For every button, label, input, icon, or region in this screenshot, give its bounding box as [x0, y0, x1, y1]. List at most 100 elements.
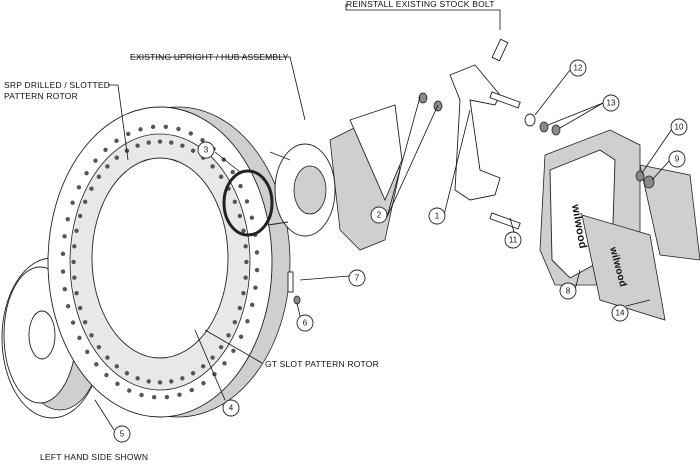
callout-5: 5 [113, 425, 131, 443]
drill-hole [77, 213, 83, 219]
drill-hole [103, 147, 108, 152]
drill-hole [126, 131, 131, 137]
drill-hole [245, 319, 250, 324]
leader-lines [94, 4, 673, 431]
callout-9: 9 [668, 150, 686, 168]
drill-hole [84, 171, 89, 176]
svg-text:6: 6 [303, 319, 308, 328]
drill-hole [210, 355, 215, 360]
drill-hole [115, 381, 120, 387]
drill-hole [176, 126, 181, 132]
drill-hole [127, 388, 132, 393]
drill-hole [222, 361, 227, 366]
label-left-hand: LEFT HAND SIDE SHOWN [40, 452, 148, 462]
drill-hole [105, 164, 110, 169]
drill-hole [62, 234, 67, 239]
svg-text:2: 2 [377, 211, 382, 220]
drill-hole [93, 158, 98, 163]
drill-hole [190, 148, 196, 153]
drill-hole [89, 333, 94, 338]
drill-hole [105, 355, 110, 360]
callout-8: 8 [559, 282, 577, 300]
label-gt-rotor: GT SLOT PATTERN ROTOR [265, 359, 379, 369]
drill-hole [201, 364, 206, 369]
drilled-holes [60, 124, 260, 400]
o-ring [222, 169, 274, 237]
svg-text:9: 9 [675, 155, 680, 164]
drill-hole [70, 200, 75, 205]
drill-hole [249, 215, 255, 220]
drill-hole [139, 392, 144, 398]
drill-hole [253, 285, 258, 290]
drill-hole [164, 394, 170, 400]
drill-hole [77, 335, 82, 341]
callout-6: 6 [296, 314, 314, 332]
callout-4: 4 [222, 399, 240, 417]
callout-2: 2 [370, 206, 388, 224]
drill-hole [243, 244, 248, 249]
hub-assembly [267, 104, 403, 251]
drill-hole [135, 376, 140, 381]
drill-hole [244, 259, 249, 265]
callout-group: 1 2 3 4 5 6 7 8 9 10 11 12 13 14 [113, 59, 688, 443]
label-srp-rotor-1: SRP DRILLED / SLOTTED [4, 80, 110, 90]
drill-hole [169, 379, 174, 384]
drill-hole [244, 199, 250, 204]
drill-hole [138, 127, 143, 132]
callout-1: 1 [428, 207, 446, 225]
drill-hole [85, 349, 90, 355]
drill-hole [200, 137, 205, 143]
drill-hole [231, 348, 236, 353]
drill-hole [241, 228, 246, 234]
drill-hole [210, 164, 215, 169]
drill-hole [226, 333, 231, 338]
drill-hole [157, 380, 163, 385]
drill-hole [114, 364, 120, 369]
svg-text:3: 3 [204, 146, 209, 155]
drill-hole [60, 251, 66, 257]
drill-hole [62, 286, 67, 292]
drill-hole [82, 199, 88, 204]
drill-hole [72, 275, 77, 280]
drill-hole [180, 376, 185, 381]
drill-hole [180, 143, 185, 148]
drill-hole [189, 387, 194, 393]
drill-hole [124, 371, 130, 376]
drill-hole [96, 174, 102, 180]
drill-hole [146, 140, 151, 145]
drill-hole [146, 379, 151, 384]
drill-hole [237, 305, 243, 311]
drill-hole [218, 344, 224, 350]
drill-hole [89, 186, 94, 191]
drill-hole [65, 304, 71, 309]
callout-10: 10 [670, 118, 688, 136]
drill-hole [70, 320, 76, 325]
drill-hole [218, 174, 224, 180]
drill-hole [232, 199, 238, 204]
svg-text:7: 7 [355, 274, 360, 283]
drill-hole [150, 124, 156, 130]
drill-hole [114, 138, 119, 144]
svg-text:4: 4 [229, 404, 234, 413]
drill-hole [169, 140, 174, 145]
rotor [47, 106, 291, 418]
drill-hole [74, 228, 79, 234]
svg-text:10: 10 [675, 123, 684, 132]
drill-hole [60, 269, 66, 274]
drill-hole [250, 302, 255, 308]
svg-text:12: 12 [574, 64, 583, 73]
label-hub-assembly: EXISTING UPRIGHT / HUB ASSEMBLY [130, 52, 289, 62]
svg-text:5: 5 [120, 430, 125, 439]
drill-hole [77, 305, 83, 311]
drill-hole [190, 371, 196, 376]
caliper-bracket [449, 64, 501, 201]
drill-hole [74, 290, 79, 296]
drill-hole [188, 131, 193, 136]
drill-hole [76, 185, 82, 190]
drill-hole [241, 290, 246, 296]
brake-pads: wilwood [581, 164, 700, 321]
callout-12: 12 [569, 59, 587, 77]
drill-hole [238, 334, 244, 339]
drill-hole [254, 267, 260, 273]
drill-hole [104, 372, 109, 378]
